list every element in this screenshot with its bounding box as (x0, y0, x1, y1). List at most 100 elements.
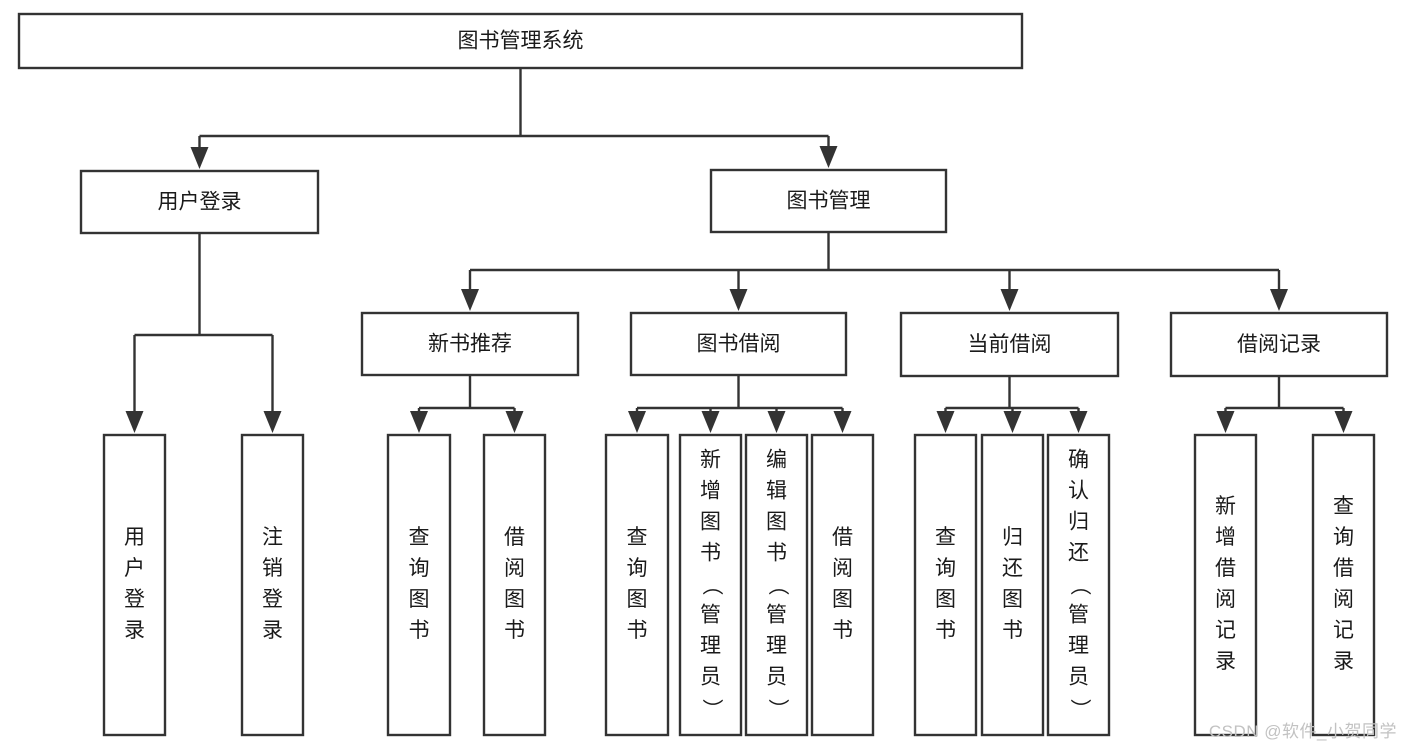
node-label-char: 图 (935, 588, 956, 611)
node-label-char: 员 (766, 666, 787, 689)
node-box[interactable] (899, 311, 1120, 378)
node-label-char: 还 (1002, 557, 1023, 580)
node-box[interactable] (744, 433, 809, 737)
node-box[interactable] (482, 433, 547, 737)
node-label-char: 户 (124, 557, 145, 580)
node-label-char: 图 (766, 511, 787, 534)
node-label-char: 查 (935, 526, 956, 549)
node-label: 新书推荐 (428, 333, 512, 356)
node-label-char: 记 (1333, 619, 1354, 642)
node-label-char: 管 (1068, 604, 1089, 627)
node-label-char: 书 (766, 542, 787, 565)
arrow-head (936, 411, 955, 433)
node-label-char: 查 (1333, 495, 1354, 518)
node-box[interactable] (604, 433, 670, 737)
node-label-char: 书 (1002, 619, 1023, 642)
node-box[interactable] (1169, 311, 1389, 378)
node-label-char: 员 (700, 666, 721, 689)
arrow-head (263, 411, 282, 433)
node-label-char: ） (700, 699, 723, 720)
node-label-char: 新 (700, 449, 721, 472)
node-label-char: 增 (700, 480, 721, 503)
node-root-root[interactable]: 图书管理系统 (17, 12, 1024, 70)
node-label-char: 书 (700, 542, 721, 565)
arrow-head (1003, 411, 1022, 433)
node-box[interactable] (678, 433, 743, 737)
node-label-char: 员 (1068, 666, 1089, 689)
node-label-char: 图 (832, 588, 853, 611)
node-label-char: 询 (935, 557, 956, 580)
node-label: 图书管理系统 (458, 30, 584, 53)
node-box[interactable] (913, 433, 978, 737)
node-box[interactable] (810, 433, 875, 737)
node-box[interactable] (102, 433, 167, 737)
node-l1-user-login[interactable]: 用户登录 (79, 169, 320, 235)
node-l2-current-borrow[interactable]: 当前借阅 (899, 311, 1120, 378)
node-box[interactable] (360, 311, 580, 377)
arrow-head (125, 411, 144, 433)
arrow-head (628, 411, 646, 433)
node-label-char: 录 (1215, 650, 1236, 673)
node-label-char: ） (766, 699, 789, 720)
node-label-char: 新 (1215, 495, 1236, 518)
node-label-char: 录 (262, 619, 283, 642)
node-box[interactable] (386, 433, 452, 737)
node-label-char: 注 (262, 526, 283, 549)
node-box[interactable] (1193, 433, 1258, 737)
node-l2-book-borrow[interactable]: 图书借阅 (629, 311, 848, 377)
node-label-char: 借 (1215, 557, 1236, 580)
node-label-char: 图 (627, 588, 648, 611)
node-label-char: 管 (766, 604, 787, 627)
node-leaf-login[interactable]: 用户登录 (102, 433, 167, 737)
arrow-head (410, 411, 428, 433)
arrow-head (1069, 411, 1088, 433)
node-boxes: 图书管理系统用户登录图书管理用户登录注销登录新书推荐查询图书借阅图书图书借阅查询… (17, 12, 1389, 737)
node-l2-borrow-record[interactable]: 借阅记录 (1169, 311, 1389, 378)
node-label-char: 借 (1333, 557, 1354, 580)
node-box[interactable] (709, 168, 948, 234)
node-label-char: 归 (1002, 526, 1023, 549)
node-box[interactable] (79, 169, 320, 235)
node-label-char: ） (1068, 699, 1091, 720)
node-label-char: 借 (832, 526, 853, 549)
node-label-char: 书 (504, 619, 525, 642)
arrow-head (461, 289, 479, 311)
node-l1-book-manage[interactable]: 图书管理 (709, 168, 948, 234)
node-label-char: 管 (700, 604, 721, 627)
arrow-head (819, 146, 838, 168)
node-label-char: （ (766, 575, 789, 596)
node-box[interactable] (17, 12, 1024, 70)
node-l2-new-book-rec[interactable]: 新书推荐 (360, 311, 580, 377)
node-label-char: 图 (504, 588, 525, 611)
node-box[interactable] (980, 433, 1045, 737)
node-label-char: 销 (262, 557, 283, 580)
node-label-char: 书 (627, 619, 648, 642)
node-label-char: 书 (409, 619, 430, 642)
node-label-char: 询 (627, 557, 648, 580)
node-label-char: 记 (1215, 619, 1236, 642)
node-label: 图书借阅 (697, 333, 781, 356)
node-box[interactable] (240, 433, 305, 737)
node-label-char: 编 (766, 449, 787, 472)
node-box[interactable] (1046, 433, 1111, 737)
node-label-char: 登 (262, 588, 283, 611)
node-label-char: 归 (1068, 511, 1089, 534)
node-box[interactable] (1311, 433, 1376, 737)
node-box[interactable] (629, 311, 848, 377)
csdn-watermark: CSDN @软件_小贺同学 (1208, 722, 1397, 741)
node-label-char: 询 (1333, 526, 1354, 549)
